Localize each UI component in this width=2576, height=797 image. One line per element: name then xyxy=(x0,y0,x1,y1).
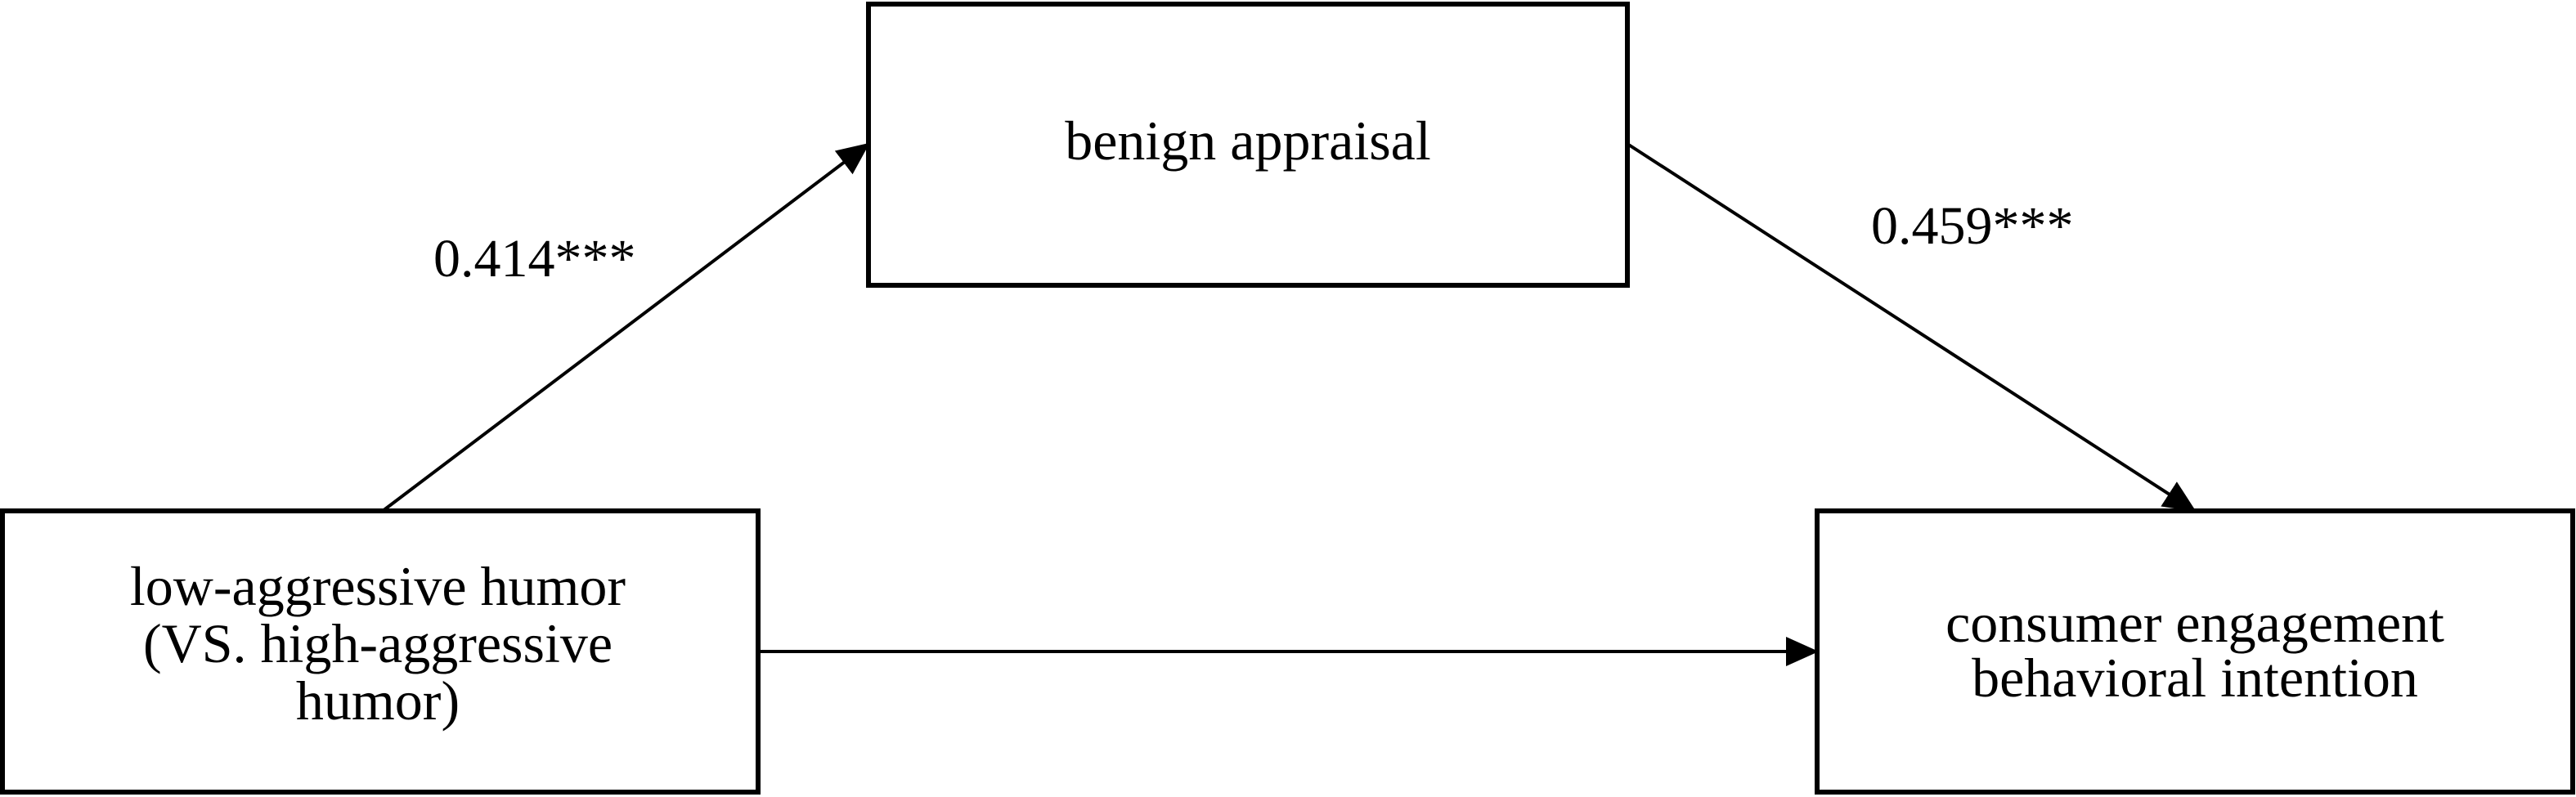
mediator-label: benign appraisal xyxy=(1065,110,1431,172)
path-a-coefficient: 0.414*** xyxy=(433,229,636,289)
predictor-label-line-2: (VS. high-aggressive xyxy=(143,612,613,674)
path-b-arrow xyxy=(1626,142,2197,513)
path-b-coefficient: 0.459*** xyxy=(1871,196,2074,256)
predictor-label-line-3: humor) xyxy=(296,669,460,732)
predictor-box xyxy=(0,508,761,795)
outcome-label-line-2: behavioral intention xyxy=(1972,647,2418,709)
outcome-label-line-1: consumer engagement xyxy=(1945,592,2444,654)
path-a-arrow xyxy=(381,142,870,513)
outcome-node: consumer engagement behavioral intention xyxy=(1815,508,2575,795)
mediator-node: benign appraisal xyxy=(866,2,1630,288)
predictor-label-line-1: low-aggressive humor xyxy=(130,555,626,617)
mediator-box xyxy=(866,2,1630,288)
predictor-node: low-aggressive humor (VS. high-aggressiv… xyxy=(0,508,761,795)
